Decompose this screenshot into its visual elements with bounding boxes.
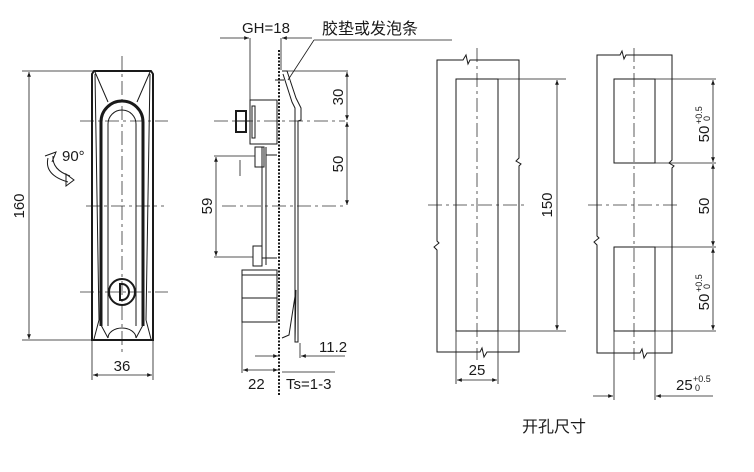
handle-recess-outer: [99, 99, 145, 326]
cutout-rectangle: [455, 78, 499, 332]
handle-profile: [281, 70, 302, 343]
dim-bottom-50-tol: 50 +0.5 0: [694, 274, 713, 310]
upper-bolt-icon: [254, 146, 265, 168]
dim2-25-upper: +0.5: [693, 374, 711, 384]
handle-bottom-arc: [107, 327, 137, 339]
dim-59-label: 59: [199, 198, 216, 215]
dim2-25-base: 25: [676, 377, 693, 394]
dim2-25-lower: 0: [695, 383, 700, 393]
panel-break-outline: [433, 53, 522, 359]
lower-bolt-icon: [252, 245, 263, 267]
cam-housing: [249, 99, 278, 145]
cam-plate: [251, 105, 256, 139]
handle-bottom-bevel: [93, 319, 152, 340]
panel2-break-outline: [593, 49, 675, 360]
handle-top-bevel: [94, 71, 151, 103]
rotation-arrow-icon: [46, 157, 69, 183]
lock-body: [241, 269, 278, 323]
dim-30-label: 30: [330, 89, 347, 106]
dim-36-label: 36: [114, 358, 131, 375]
cutout-view-double: 50 +0.5 0 50 50 +0.5 0 25 +0.5 0: [588, 48, 716, 400]
dim-bottom-50-lower: 0: [702, 284, 712, 289]
dim-top-50-lower: 0: [702, 116, 712, 121]
side-view: GH=18 胶垫或发泡条 30 50 59 11.2 22 Ts=1-3: [199, 19, 452, 395]
nut-icon: [235, 110, 247, 133]
dim-22-label: 22: [248, 376, 265, 393]
dim-160-label: 160: [11, 193, 28, 218]
dim-top-50-upper: +0.5: [694, 106, 704, 124]
dim-top-50-base: 50: [696, 126, 713, 143]
handle-side-bevel: [94, 73, 151, 321]
dim-11-2-label: 11.2: [319, 339, 347, 356]
dim-50-label: 50: [330, 156, 347, 173]
rotation-arrow-tail: [44, 151, 57, 163]
dim-gh-label: GH=18: [242, 20, 290, 37]
lock-cylinder: [108, 278, 136, 306]
dim-150-label: 150: [539, 192, 556, 217]
cutout-bottom-rectangle: [613, 246, 656, 332]
dim-middle-50-label: 50: [696, 198, 713, 215]
rotation-angle-label: 90°: [62, 148, 85, 165]
handle-recess-inner: [107, 109, 137, 326]
rotation-arrow-head: [65, 173, 75, 187]
dim-ts-label: Ts=1-3: [286, 376, 331, 393]
dim-top-50-tol: 50 +0.5 0: [694, 106, 713, 142]
handle-profile-inner: [282, 73, 296, 340]
gasket-label: 胶垫或发泡条: [322, 19, 418, 38]
cutout-view-single: 150 25: [428, 48, 566, 384]
cutout-caption: 开孔尺寸: [522, 417, 586, 436]
dim-bottom-50-upper: +0.5: [694, 274, 704, 292]
dim-bottom-50-base: 50: [696, 294, 713, 311]
dim-25-label: 25: [469, 362, 486, 379]
cutout-top-rectangle: [613, 78, 656, 164]
gasket-leader: [287, 39, 315, 81]
key-slot-icon: [119, 283, 130, 301]
front-view: 90° 160 36: [11, 56, 168, 380]
